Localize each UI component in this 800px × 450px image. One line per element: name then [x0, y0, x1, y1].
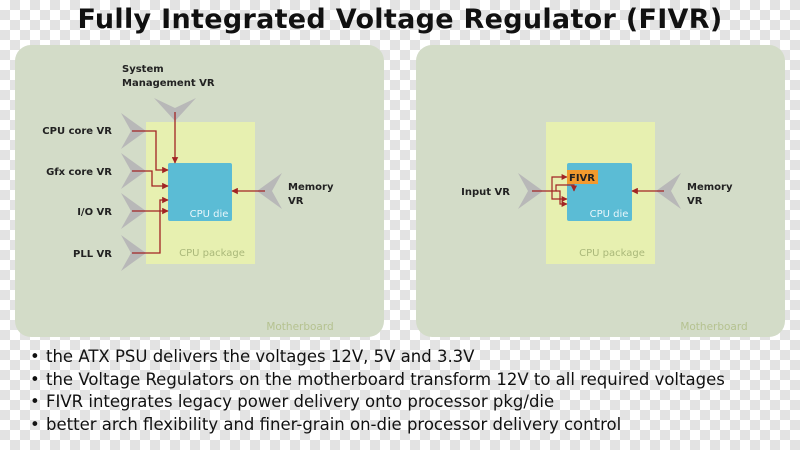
page-title: Fully Integrated Voltage Regulator (FIVR… — [77, 4, 723, 35]
left-diagram: Motherboard CPU package CPU die System M… — [15, 45, 384, 337]
fivr-wire-1 — [551, 174, 568, 191]
bullet-text: better arch flexibility and finer-grain … — [46, 414, 622, 434]
fivr-wire-2 — [552, 184, 577, 192]
right-memory-vr-label-line2: VR — [687, 196, 703, 207]
pll-vr-label: PLL VR — [73, 249, 112, 260]
left-memory-vr-arrow — [257, 173, 282, 209]
right-memory-vr-arrow — [656, 173, 681, 209]
bullet-item: •the ATX PSU delivers the voltages 12V, … — [30, 347, 475, 366]
right-cpu-die-label: CPU die — [590, 209, 629, 220]
left-motherboard-label: Motherboard — [266, 321, 333, 333]
cpu-core-vr-wire — [132, 130, 169, 174]
bullet-list: •the ATX PSU delivers the voltages 12V, … — [30, 346, 725, 436]
fivr-label: FIVR — [569, 173, 595, 184]
input-vr-arrow — [518, 173, 543, 209]
right-motherboard-label: Motherboard — [680, 321, 747, 333]
bullet-text: the ATX PSU delivers the voltages 12V, 5… — [46, 347, 475, 366]
system-management-vr-label-line1: System — [122, 64, 164, 75]
input-vr-label: Input VR — [461, 187, 510, 198]
right-diagram: Motherboard CPU package CPU die FIVR Inp… — [416, 45, 785, 337]
io-vr-label: I/O VR — [77, 207, 112, 218]
bullet-item: •the Voltage Regulators on the motherboa… — [30, 369, 725, 389]
system-management-vr-label-line2: Management VR — [122, 78, 215, 89]
fivr-block — [567, 170, 598, 184]
left-cpu-die-label: CPU die — [190, 209, 229, 220]
gfx-core-vr-wire — [132, 170, 169, 190]
cpu-core-vr-label: CPU core VR — [42, 126, 112, 137]
right-memory-vr-label-line1: Memory — [687, 182, 733, 193]
bullet-text: FIVR integrates legacy power delivery on… — [46, 392, 555, 411]
left-cpu-package-label: CPU package — [179, 248, 245, 259]
fivr-wire-3 — [551, 191, 568, 202]
fivr-wire-4 — [556, 190, 568, 207]
left-memory-vr-label-line1: Memory — [288, 182, 334, 193]
bullet-text: the Voltage Regulators on the motherboar… — [46, 369, 725, 389]
left-memory-vr-label-line2: VR — [288, 196, 304, 207]
left-cpu-die — [168, 163, 232, 221]
gfx-core-vr-label: Gfx core VR — [46, 167, 112, 178]
right-cpu-package-label: CPU package — [579, 248, 645, 259]
system-management-vr-arrow — [154, 98, 196, 121]
pll-vr-wire — [132, 196, 169, 254]
bullet-item: •FIVR integrates legacy power delivery o… — [30, 392, 555, 411]
bullet-item: •better arch flexibility and finer-grain… — [30, 414, 622, 434]
